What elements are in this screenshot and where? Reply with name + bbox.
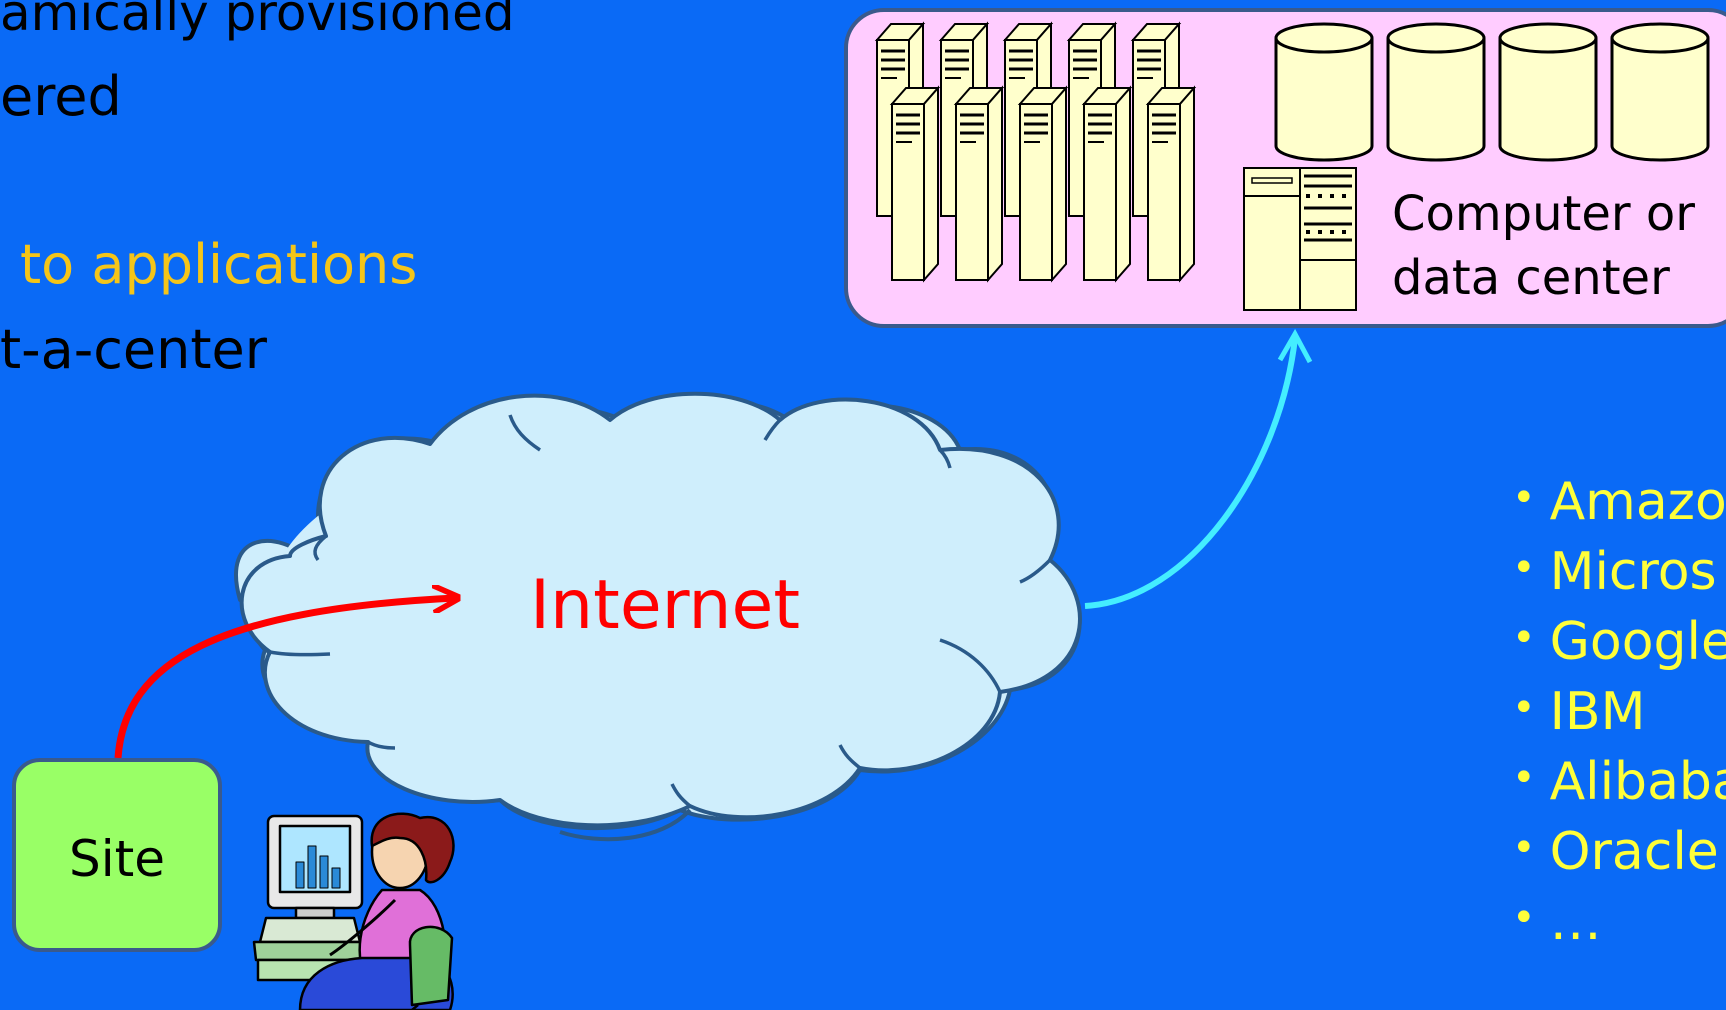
- provider-item: •Micros: [1512, 546, 1726, 616]
- database-cylinder-icon: [1386, 22, 1486, 162]
- person-at-computer-icon: [252, 812, 455, 1010]
- server-tower-icon: [954, 86, 1004, 282]
- provider-name: Micros: [1549, 542, 1717, 602]
- internet-label: Internet: [530, 566, 800, 645]
- provider-item: •Google: [1512, 616, 1726, 686]
- bullet-icon: •: [1512, 545, 1536, 591]
- internet-cloud-outline: [239, 391, 1082, 828]
- server-rack-front-row: [890, 86, 1196, 282]
- bullet-icon: •: [1512, 755, 1536, 801]
- slide-text-line-2: ered: [0, 65, 122, 128]
- provider-name: Amazo: [1549, 472, 1726, 532]
- database-cylinder-icon: [1610, 22, 1710, 162]
- provider-name: Oracle: [1549, 822, 1719, 882]
- cloud-inner-lines: [269, 414, 1052, 808]
- internet-to-datacenter-arrow: [1084, 337, 1298, 609]
- data-center-label-line2: data center: [1392, 250, 1670, 306]
- slide-text-line-4: t-a-center: [0, 318, 267, 381]
- database-cylinder-icon: [1498, 22, 1598, 162]
- provider-item: •IBM: [1512, 686, 1726, 756]
- site-label: Site: [69, 830, 165, 888]
- bullet-icon: •: [1512, 895, 1536, 941]
- slide-text-line-1: amically provisioned: [0, 0, 515, 42]
- bullet-icon: •: [1512, 475, 1536, 521]
- slide-text-line-3: to applications: [20, 233, 418, 296]
- bullet-icon: •: [1512, 685, 1536, 731]
- server-tower-icon: [1018, 86, 1068, 282]
- provider-name: …: [1549, 892, 1602, 952]
- site-box: [12, 758, 222, 952]
- provider-name: IBM: [1549, 682, 1646, 742]
- server-tower-icon: [1082, 86, 1132, 282]
- cloud-provider-list: •Amazo •Micros •Google •IBM •Alibaba •Or…: [1512, 476, 1726, 966]
- provider-item: •Alibaba: [1512, 756, 1726, 826]
- data-center-label-line1: Computer or: [1392, 186, 1695, 242]
- provider-item: •Oracle: [1512, 826, 1726, 896]
- server-tower-icon: [890, 86, 940, 282]
- site-to-internet-arrow: [114, 598, 455, 759]
- mainframe-cabinet-icon: [1243, 167, 1357, 311]
- bullet-icon: •: [1512, 825, 1536, 871]
- server-tower-icon: [1146, 86, 1196, 282]
- provider-item: •…: [1512, 896, 1726, 966]
- provider-name: Google: [1549, 612, 1726, 672]
- provider-name: Alibaba: [1549, 752, 1726, 812]
- bullet-icon: •: [1512, 615, 1536, 661]
- database-cylinder-icon: [1274, 22, 1374, 162]
- datacenter-arrowhead: [1277, 328, 1313, 364]
- provider-item: •Amazo: [1512, 476, 1726, 546]
